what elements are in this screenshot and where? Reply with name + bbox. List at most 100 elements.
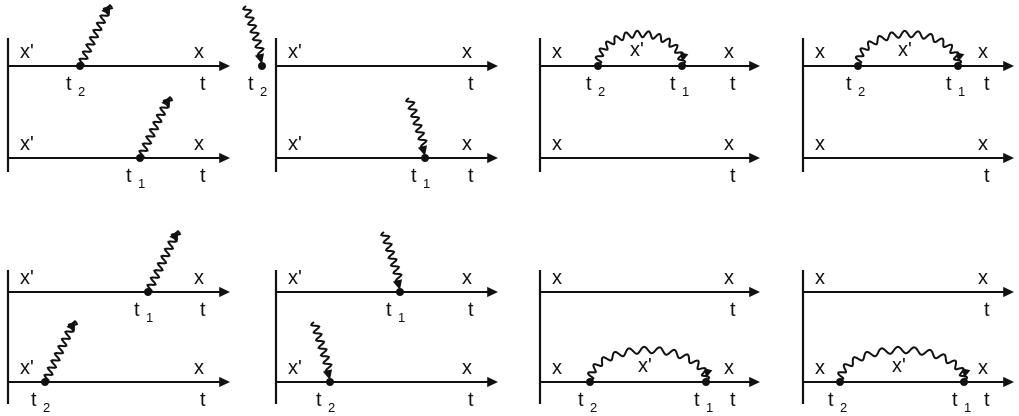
intermediate-position-label: x' (898, 39, 912, 61)
left-position-label: x (815, 267, 825, 289)
time-axis-arrow (219, 60, 230, 72)
vertex-time-label: t (134, 299, 140, 321)
interaction-vertex (326, 378, 334, 386)
left-position-label: x' (20, 267, 34, 289)
time-axis-arrow (749, 286, 760, 298)
time-axis-arrow (749, 152, 760, 164)
time-axis-label: t (730, 389, 736, 411)
left-position-label: x (815, 133, 825, 155)
time-axis-arrow (487, 60, 498, 72)
right-position-label: x (978, 133, 988, 155)
vertex-time-label-subscript: 1 (146, 310, 153, 325)
right-position-label: x (978, 357, 988, 379)
right-position-label: x (978, 267, 988, 289)
loop-arrow (704, 368, 713, 378)
self-energy-photon-loop (594, 29, 687, 65)
right-position-label: x (194, 133, 204, 155)
left-position-label: x' (288, 41, 302, 63)
interaction-vertex (396, 288, 404, 296)
loop-end-time-label: t (694, 389, 700, 411)
loop-end-time-label: t (670, 73, 676, 95)
vertex-time-label-subscript: 2 (78, 84, 85, 99)
time-axis-label: t (984, 299, 990, 321)
right-position-label: x (462, 357, 472, 379)
loop-start-time-label-subscript: 2 (858, 84, 865, 99)
right-position-label: x (724, 267, 734, 289)
loop-end-time-label-subscript: 1 (964, 400, 971, 415)
vertex-time-label: t (411, 165, 417, 187)
vertex-time-label-subscript: 2 (43, 400, 50, 415)
left-position-label: x' (20, 357, 34, 379)
interaction-vertex (258, 62, 266, 70)
time-axis-arrow (219, 152, 230, 164)
vertex-time-label: t (386, 299, 392, 321)
left-position-label: x' (288, 357, 302, 379)
loop-end-time-label: t (952, 389, 958, 411)
intermediate-position-label: x' (638, 355, 652, 377)
time-axis-label: t (984, 73, 990, 95)
right-position-label: x (724, 41, 734, 63)
time-axis-arrow (749, 60, 760, 72)
time-axis-arrow (487, 376, 498, 388)
vertex-time-label: t (126, 165, 132, 187)
photon-arrow (392, 279, 402, 290)
time-axis-arrow (487, 152, 498, 164)
loop-start-time-label: t (828, 389, 834, 411)
right-position-label: x (194, 41, 204, 63)
loop-end-time-label-subscript: 1 (706, 400, 713, 415)
left-position-label: x (552, 357, 562, 379)
time-axis-label: t (200, 389, 206, 411)
time-axis-label: t (730, 73, 736, 95)
interaction-vertex (421, 154, 429, 162)
absorbed-photon-line (241, 5, 265, 57)
right-position-label: x (724, 357, 734, 379)
time-axis-label: t (200, 73, 206, 95)
loop-start-time-label: t (586, 73, 592, 95)
right-position-label: x (194, 267, 204, 289)
intermediate-position-label: x' (892, 355, 906, 377)
time-axis-label: t (200, 165, 206, 187)
time-axis-arrow (219, 376, 230, 388)
time-axis-label: t (468, 389, 474, 411)
time-axis-label: t (730, 165, 736, 187)
vertex-time-label-subscript: 2 (328, 400, 335, 415)
time-axis-arrow (749, 376, 760, 388)
time-axis-arrow (1003, 60, 1014, 72)
loop-start-time-label-subscript: 2 (590, 400, 597, 415)
photon-arrow (322, 369, 332, 380)
left-position-label: x (815, 41, 825, 63)
time-axis-label: t (468, 299, 474, 321)
left-position-label: x' (20, 41, 34, 63)
time-axis-label: t (200, 299, 206, 321)
right-position-label: x (978, 41, 988, 63)
left-position-label: x' (288, 133, 302, 155)
self-energy-photon-loop (854, 29, 963, 65)
vertex-time-label: t (248, 73, 254, 95)
time-axis-arrow (1003, 152, 1014, 164)
loop-start-time-label-subscript: 2 (840, 400, 847, 415)
vertex-time-label-subscript: 2 (260, 84, 267, 99)
left-position-label: x (552, 133, 562, 155)
photon-arrow (161, 96, 170, 107)
right-position-label: x (462, 133, 472, 155)
right-position-label: x (724, 133, 734, 155)
time-axis-arrow (1003, 286, 1014, 298)
time-axis-arrow (219, 286, 230, 298)
photon-arrow (417, 145, 427, 156)
right-position-label: x (194, 357, 204, 379)
left-position-label: x (552, 41, 562, 63)
loop-end-time-label-subscript: 1 (682, 84, 689, 99)
vertex-time-label: t (66, 73, 72, 95)
vertex-time-label: t (316, 389, 322, 411)
photon-arrow (101, 4, 110, 15)
left-position-label: x' (20, 133, 34, 155)
time-axis-label: t (730, 299, 736, 321)
emitted-photon-line (43, 320, 79, 384)
self-energy-photon-loop (837, 345, 969, 381)
time-axis-label: t (984, 165, 990, 187)
intermediate-position-label: x' (630, 39, 644, 61)
loop-start-time-label: t (578, 389, 584, 411)
left-position-label: x (815, 357, 825, 379)
loop-arrow (956, 52, 965, 62)
loop-end-time-label-subscript: 1 (958, 84, 965, 99)
